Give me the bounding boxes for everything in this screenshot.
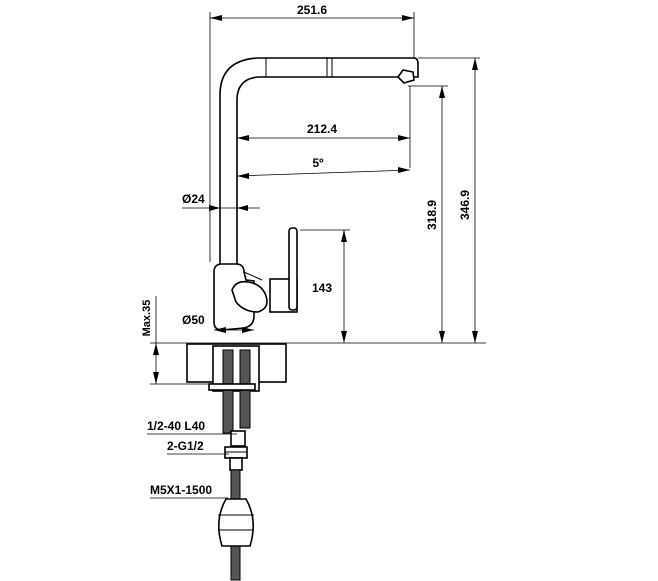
max-thickness-label: Max.35 xyxy=(141,300,153,337)
arrow-bottom xyxy=(439,331,445,343)
pipe-diameter-label: Ø24 xyxy=(182,192,205,206)
arrow-left xyxy=(214,327,226,333)
hose-clamp xyxy=(208,383,256,391)
spout-angle-label: 5º xyxy=(312,156,324,170)
arrow-bottom xyxy=(472,331,478,343)
spout-outline xyxy=(219,57,419,273)
total-height-label: 346.9 xyxy=(458,190,472,220)
total-width-label: 251.6 xyxy=(297,3,327,17)
lever-height-label: 143 xyxy=(312,281,332,295)
dim-pipe-diameter: Ø24 xyxy=(182,192,260,211)
counterweight xyxy=(218,498,254,547)
arrow-left xyxy=(237,173,249,179)
arrow-right xyxy=(398,135,410,141)
counter-deck xyxy=(150,342,486,392)
angle-line xyxy=(236,169,411,177)
dim-spout-angle: 5º xyxy=(236,156,411,179)
nozzle-head xyxy=(396,69,415,84)
spout-reach-label: 212.4 xyxy=(307,122,337,136)
arrow-left xyxy=(209,205,220,211)
arrow-right xyxy=(237,205,248,211)
hose-left xyxy=(222,349,234,434)
arrow-right xyxy=(398,167,410,173)
fitting-nut-upper xyxy=(230,430,246,447)
outlet-height-label: 318.9 xyxy=(425,200,439,230)
arrow-left xyxy=(210,15,222,21)
dim-total-width: 251.6 xyxy=(209,3,415,262)
arrow-bottom xyxy=(153,372,159,384)
arrow-top xyxy=(472,58,478,70)
dim-spout-reach: 212.4 xyxy=(237,86,411,168)
arrow-right xyxy=(402,15,414,21)
arrow-top xyxy=(439,86,445,98)
faucet-body xyxy=(213,57,419,331)
connection-callouts: 1/2-40 L40 2-G1/2 M5X1-1500 xyxy=(147,419,237,499)
screw-spec-label: M5X1-1500 xyxy=(150,483,212,497)
lever-handle xyxy=(288,227,298,311)
dim-max-thickness: Max.35 xyxy=(141,296,159,384)
dim-base-diameter: Ø50 xyxy=(182,313,254,333)
dim-lever-height: 143 xyxy=(300,229,350,343)
thread-spec-label: 2-G1/2 xyxy=(167,439,204,453)
arrow-top xyxy=(153,343,159,355)
dim-outlet-height: 318.9 xyxy=(408,85,448,343)
arrow-top xyxy=(341,230,347,242)
housing-neck xyxy=(243,271,263,281)
arrow-right xyxy=(242,327,254,333)
hose-spec-label: 1/2-40 L40 xyxy=(147,419,205,433)
fitting-tail xyxy=(229,457,243,471)
base-diameter-label: Ø50 xyxy=(182,313,205,327)
dim-total-height: 346.9 xyxy=(418,57,480,343)
supply-hoses xyxy=(208,349,256,581)
arrow-bottom xyxy=(341,331,347,343)
cartridge-ellipse xyxy=(231,280,268,313)
arrow-left xyxy=(237,135,249,141)
